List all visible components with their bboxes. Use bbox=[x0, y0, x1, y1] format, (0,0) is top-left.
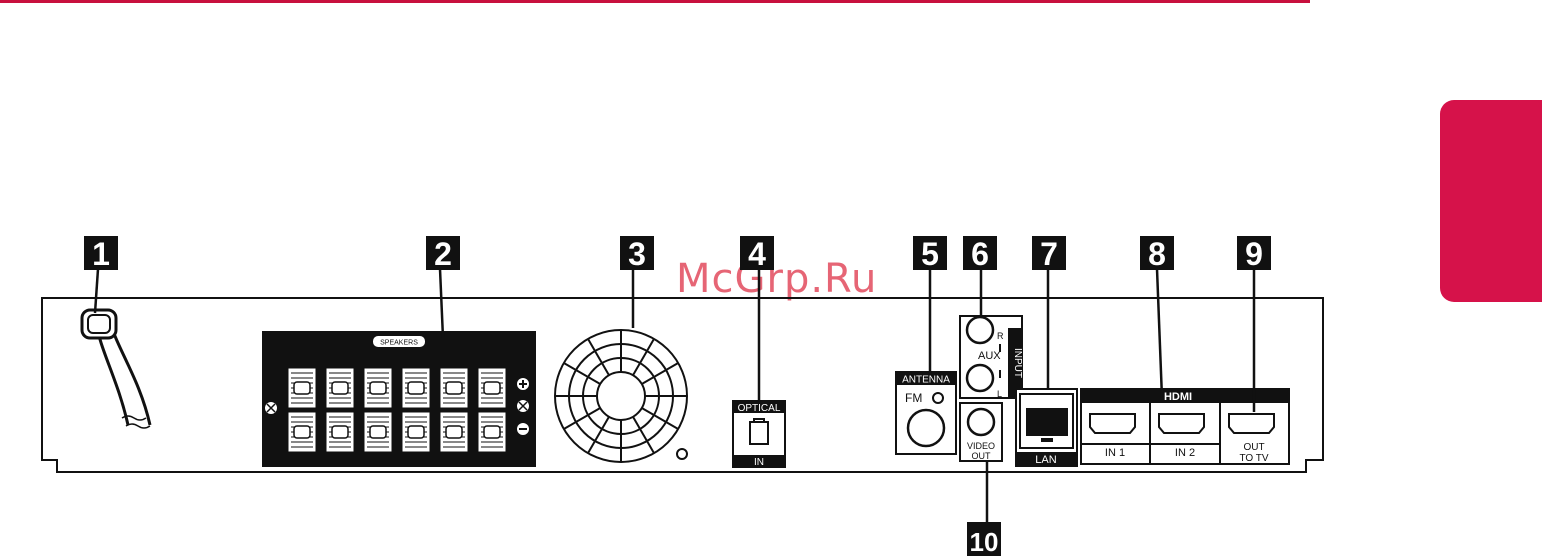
svg-text:8: 8 bbox=[1148, 236, 1166, 272]
svg-text:2: 2 bbox=[434, 236, 452, 272]
lan-label: LAN bbox=[1035, 454, 1056, 466]
svg-text:3: 3 bbox=[628, 236, 646, 272]
antenna-input: ANTENNA FM bbox=[896, 372, 956, 454]
callout-5: 5 bbox=[913, 236, 947, 272]
callout-4: 4 bbox=[740, 236, 774, 272]
callout-9: 9 bbox=[1237, 236, 1271, 272]
video-label: VIDEO bbox=[967, 441, 995, 451]
aux-label: AUX bbox=[978, 350, 1001, 362]
hdmi-out-label: OUT bbox=[1243, 442, 1264, 453]
optical-input: OPTICAL IN bbox=[733, 401, 785, 468]
fm-label: FM bbox=[905, 391, 922, 405]
callout-7: 7 bbox=[1032, 236, 1066, 272]
svg-text:4: 4 bbox=[748, 236, 766, 272]
svg-text:1: 1 bbox=[92, 236, 110, 272]
optical-label: OPTICAL bbox=[738, 403, 781, 414]
svg-text:10: 10 bbox=[970, 527, 999, 556]
speaker-terminals: SPEAKERS bbox=[262, 331, 536, 467]
hdmi-to-tv-label: TO TV bbox=[1239, 453, 1268, 464]
aux-r-label: R bbox=[997, 331, 1004, 341]
callout-3: 3 bbox=[620, 236, 654, 272]
input-label: INPUT bbox=[1012, 348, 1023, 378]
callout-1: 1 bbox=[84, 236, 118, 272]
antenna-label: ANTENNA bbox=[902, 375, 950, 386]
svg-text:7: 7 bbox=[1040, 236, 1058, 272]
aux-l-label: L bbox=[997, 389, 1002, 399]
callout-2: 2 bbox=[426, 236, 460, 272]
speakers-label: SPEAKERS bbox=[380, 340, 418, 347]
svg-text:5: 5 bbox=[921, 236, 939, 272]
aux-input: INPUT AUX R L bbox=[960, 316, 1023, 399]
optical-in-label: IN bbox=[754, 457, 764, 468]
hdmi-label: HDMI bbox=[1164, 391, 1192, 403]
hdmi-in1-label: IN 1 bbox=[1105, 447, 1125, 459]
callout-8: 8 bbox=[1140, 236, 1174, 272]
svg-text:6: 6 bbox=[971, 236, 989, 272]
lan-port: LAN bbox=[1016, 389, 1077, 466]
hdmi-in2-label: IN 2 bbox=[1175, 447, 1195, 459]
svg-text:9: 9 bbox=[1245, 236, 1263, 272]
callout-10: 10 bbox=[967, 522, 1001, 556]
video-output: VIDEO OUT bbox=[960, 403, 1002, 461]
hdmi-panel: HDMI IN 1 IN 2 OUT TO TV bbox=[1081, 389, 1289, 464]
cooling-fan bbox=[555, 330, 687, 462]
callout-6: 6 bbox=[963, 236, 997, 272]
out-label: OUT bbox=[972, 451, 992, 461]
power-cord bbox=[82, 310, 150, 428]
